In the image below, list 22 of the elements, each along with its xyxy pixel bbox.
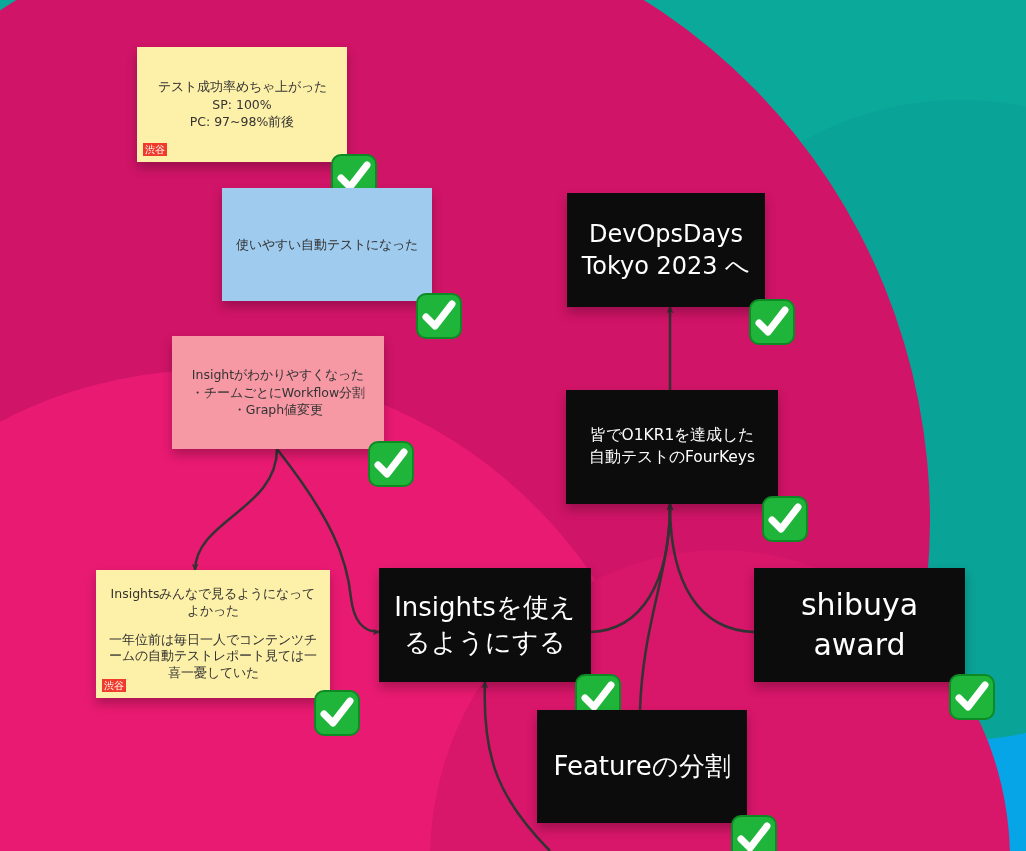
note-text: Insightsを使えるようにする [393,590,577,659]
tag-label: 渋谷 [143,143,167,156]
note-text: 皆でO1KR1を達成した [589,425,755,447]
arrow [666,306,674,390]
note-text: 使いやすい自動テストになった [236,235,418,254]
note-text: PC: 97~98%前後 [189,113,295,131]
note-text: shibuya award [799,585,920,664]
arrow [481,681,551,851]
note-text: DevOpsDays Tokyo 2023 へ [580,218,752,282]
note-text: 一年位前は毎日一人でコンテンツチームの自動テストレポート見ては一喜一憂していた [109,631,318,681]
arrow [666,503,755,634]
note-text: SP: 100% [212,95,272,114]
note-text: ・チームごとにWorkflow分割 [190,383,366,402]
note-text: 自動テストのFourKeys [588,447,756,468]
arrow [192,448,279,571]
note-text: Insightsみんなで見るようになってよかった [109,585,317,620]
note-text: テスト成功率めちゃ上がった [157,78,327,96]
note-text: ・Graph値変更 [232,401,324,419]
note-text: Insightがわかりやすくなった [191,366,365,384]
note-text: Featureの分割 [553,749,731,783]
arrow [276,448,380,636]
tag-label: 渋谷 [102,679,126,692]
